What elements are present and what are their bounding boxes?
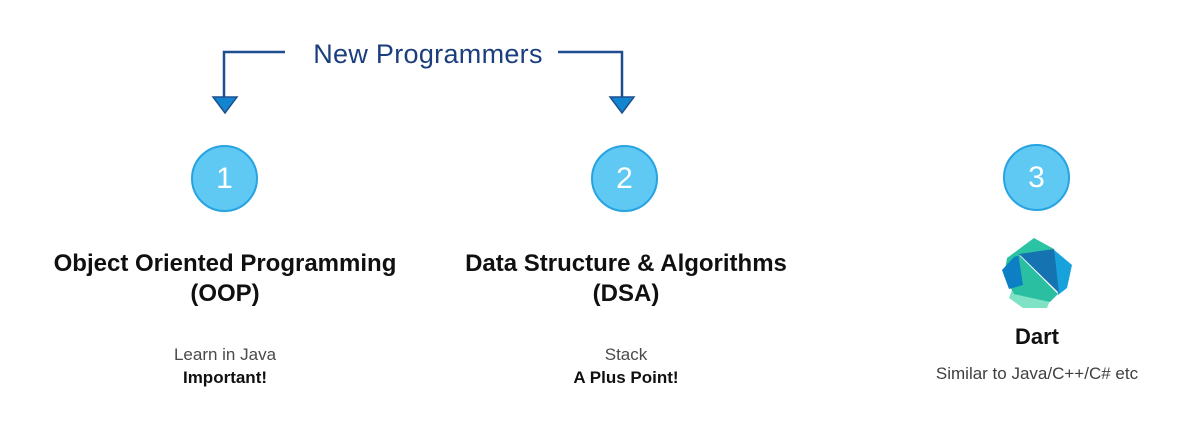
step-title-line2: (DSA) bbox=[592, 280, 660, 307]
step-note-line1: Learn in Java bbox=[173, 345, 277, 364]
step-number: 3 bbox=[1028, 160, 1045, 194]
step-circle-2: 2 bbox=[591, 145, 658, 212]
step-circle-1: 1 bbox=[191, 145, 258, 212]
step-title-line1: Data Structure & Algorithms bbox=[465, 250, 787, 277]
step-number: 2 bbox=[616, 161, 633, 195]
bracket-right-line bbox=[558, 50, 624, 97]
step-number: 1 bbox=[216, 161, 233, 195]
dart-logo-icon bbox=[1002, 238, 1072, 308]
step-note-line2: A Plus Point! bbox=[573, 368, 679, 387]
step-2-title: Data Structure & Algorithms (DSA) bbox=[426, 249, 826, 309]
dart-logo-left-facet bbox=[1002, 253, 1023, 289]
step-title-line2: (OOP) bbox=[190, 280, 260, 307]
step-circle-3: 3 bbox=[1003, 144, 1070, 211]
step-1-note: Learn in Java Important! bbox=[25, 343, 425, 389]
step-note-line2: Important! bbox=[182, 368, 268, 387]
step-2-note: Stack A Plus Point! bbox=[426, 343, 826, 389]
dart-logo-top-facet bbox=[1007, 238, 1054, 258]
step-title-line1: Object Oriented Programming bbox=[53, 250, 397, 277]
step-3-note: Similar to Java/C++/C# etc bbox=[935, 364, 1139, 383]
dart-logo-center-facet bbox=[1019, 249, 1059, 293]
step-1-title: Object Oriented Programming (OOP) bbox=[25, 249, 425, 309]
step-3-title: Dart bbox=[1014, 324, 1059, 349]
bracket-left-line bbox=[222, 50, 285, 97]
arrow-down-icon bbox=[211, 96, 239, 115]
step-note-line1: Stack bbox=[604, 345, 648, 364]
new-programmers-bracket bbox=[211, 50, 636, 115]
new-programmers-label: New Programmers bbox=[313, 39, 543, 69]
arrow-down-icon bbox=[608, 96, 636, 115]
